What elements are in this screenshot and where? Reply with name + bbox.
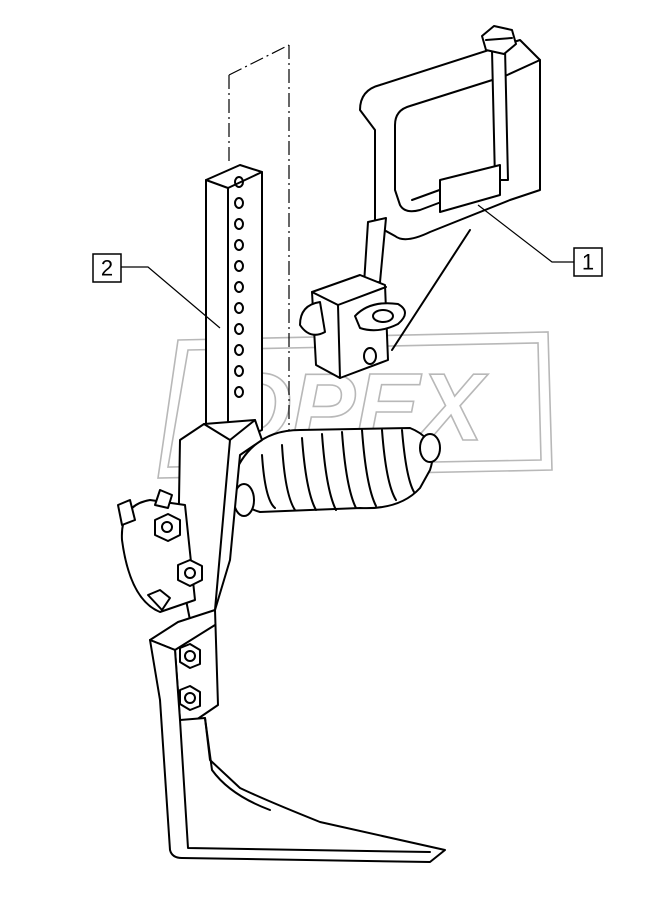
callout-2-label: 2 (101, 256, 113, 281)
clamp-bracket (359, 25, 541, 241)
leader-link (391, 229, 471, 351)
callout-1: 1 (477, 204, 603, 277)
blade (149, 639, 446, 863)
mounting-block (299, 217, 406, 379)
spring (231, 427, 441, 517)
callout-1-leader (477, 204, 574, 263)
callout-1-label: 1 (582, 250, 594, 275)
callout-2-leader (121, 266, 221, 329)
adjustment-bar (205, 164, 263, 446)
callout-2-box (92, 253, 122, 283)
pivot-assembly (117, 419, 263, 621)
callout-2: 2 (92, 253, 221, 329)
centerline (228, 44, 290, 430)
bar-holes (234, 176, 244, 398)
callout-1-box (573, 247, 603, 277)
